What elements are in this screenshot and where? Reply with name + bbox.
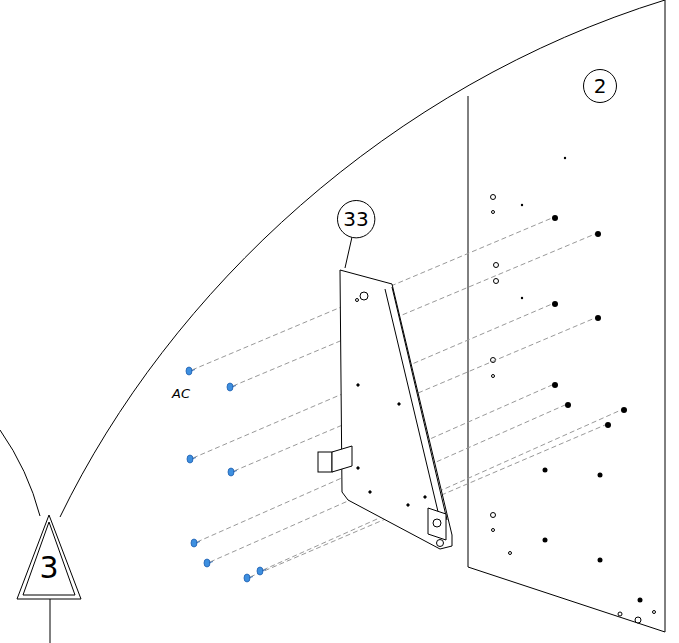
screw-paths bbox=[192, 218, 621, 577]
leader-line bbox=[345, 237, 352, 268]
panel-holes bbox=[491, 195, 656, 624]
detail-arc bbox=[0, 430, 40, 516]
leader-line bbox=[50, 598, 51, 643]
detail-outline bbox=[0, 0, 665, 643]
callout-number: 2 bbox=[583, 69, 617, 103]
screws bbox=[186, 367, 266, 582]
part-label: AC bbox=[172, 386, 190, 401]
callout-number: 33 bbox=[337, 200, 375, 238]
panel-outline bbox=[468, 0, 665, 632]
step-triangle: 3 bbox=[17, 515, 81, 599]
callout-text: 33 bbox=[343, 209, 368, 229]
part-bracket bbox=[318, 270, 452, 549]
callout-text: 2 bbox=[594, 76, 607, 96]
callout-text: 3 bbox=[39, 531, 58, 583]
